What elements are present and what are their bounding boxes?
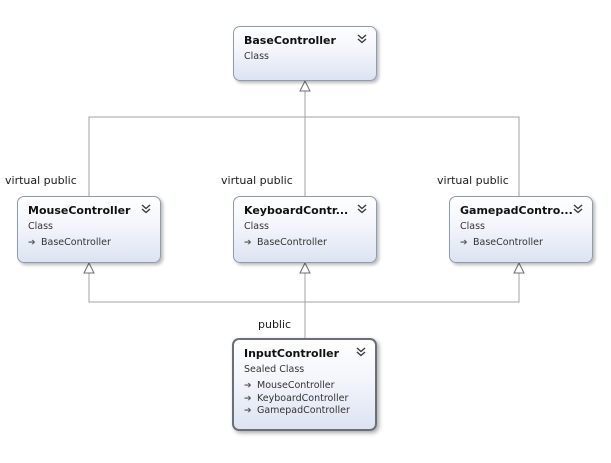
base-class-item: ➔ KeyboardController [244,393,366,406]
class-kind: Class [28,221,53,232]
base-class-name: MouseController [257,380,335,391]
class-name: MouseController [28,204,131,217]
base-class-item: ➔ BaseController [460,237,583,250]
connector-mouse-to-base [88,116,520,196]
inheritance-arrowhead-mouse [83,261,95,274]
double-chevron-down-icon[interactable] [356,33,368,45]
inheritance-arrow-icon: ➔ [460,238,468,248]
class-box-gamepad-controller[interactable]: GamepadContro... Class ➔ BaseController [449,196,593,263]
double-chevron-down-icon[interactable] [140,203,152,215]
edge-label-input: public [258,318,292,331]
class-box-keyboard-controller[interactable]: KeyboardContr... Class ➔ BaseController [233,196,377,263]
inheritance-arrow-icon: ➔ [28,238,36,248]
base-class-item: ➔ BaseController [244,237,367,250]
class-box-base-controller[interactable]: BaseController Class [233,26,377,81]
inheritance-arrowhead-base [299,79,311,92]
base-class-list: ➔ MouseController ➔ KeyboardController ➔… [244,380,366,418]
inheritance-arrow-icon: ➔ [244,406,252,416]
class-name: BaseController [244,34,336,47]
inheritance-arrow-icon: ➔ [244,393,252,404]
double-chevron-down-icon[interactable] [572,203,584,215]
double-chevron-down-icon[interactable] [355,346,367,358]
inheritance-arrowhead-keyboard [299,261,311,274]
base-class-name: BaseController [473,237,543,248]
inheritance-arrow-icon: ➔ [244,381,252,391]
base-class-name: BaseController [257,237,327,248]
double-chevron-down-icon[interactable] [356,203,368,215]
class-name: InputController [244,347,340,360]
class-kind: Class [244,51,269,62]
base-class-name: KeyboardController [257,392,349,404]
base-class-item: ➔ GamepadController [244,405,366,418]
inheritance-arrowhead-gamepad [513,261,525,274]
edge-label-mouse: virtual public [5,174,77,187]
connector-input-to-mouse [88,273,520,303]
edge-label-gamepad: virtual public [437,174,509,187]
base-class-item: ➔ BaseController [28,237,151,250]
base-class-name: BaseController [41,237,111,248]
base-class-list: ➔ BaseController [460,237,583,250]
inheritance-arrow-icon: ➔ [244,238,252,248]
class-name: GamepadContro... [460,204,572,217]
base-class-item: ➔ MouseController [244,380,366,393]
class-box-input-controller[interactable]: InputController Sealed Class ➔ MouseCont… [232,338,377,431]
class-name: KeyboardContr... [244,204,349,217]
edge-label-keyboard: virtual public [221,174,293,187]
base-class-list: ➔ BaseController [244,237,367,250]
class-box-mouse-controller[interactable]: MouseController Class ➔ BaseController [17,196,161,263]
class-kind: Class [244,221,269,232]
class-kind: Class [460,221,485,232]
base-class-list: ➔ BaseController [28,237,151,250]
base-class-name: GamepadController [257,405,350,416]
class-kind: Sealed Class [244,364,305,375]
